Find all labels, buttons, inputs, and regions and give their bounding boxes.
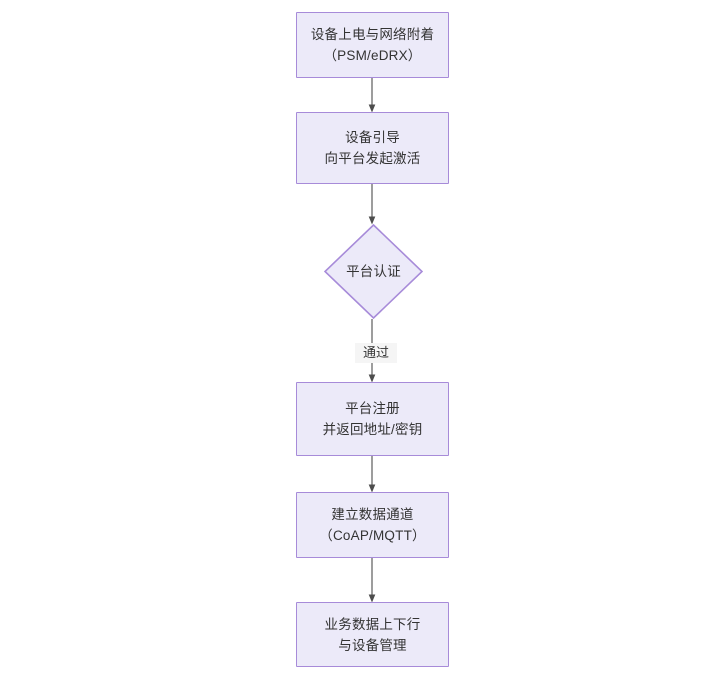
node-platform-auth-label: 平台认证 [346,264,401,279]
node-business-data[interactable]: 业务数据上下行 与设备管理 [296,602,449,667]
edge-label-pass-text: 通过 [362,345,389,360]
node-power-on[interactable]: 设备上电与网络附着 （PSM/eDRX） [296,12,449,78]
node-power-on-label: 设备上电与网络附着 （PSM/eDRX） [310,27,435,63]
node-platform-auth[interactable]: 平台认证 [324,224,423,319]
edge-label-pass: 通过 [355,343,397,363]
node-business-data-label: 业务数据上下行 与设备管理 [324,616,421,653]
node-bootstrap[interactable]: 设备引导 向平台发起激活 [296,112,449,184]
node-data-channel-label: 建立数据通道 （CoAP/MQTT） [319,507,426,543]
node-bootstrap-label: 设备引导 向平台发起激活 [324,130,421,166]
node-data-channel[interactable]: 建立数据通道 （CoAP/MQTT） [296,492,449,558]
node-platform-register[interactable]: 平台注册 并返回地址/密钥 [296,382,449,456]
diamond-shape-icon [324,224,423,319]
node-platform-register-label: 平台注册 并返回地址/密钥 [322,401,423,437]
